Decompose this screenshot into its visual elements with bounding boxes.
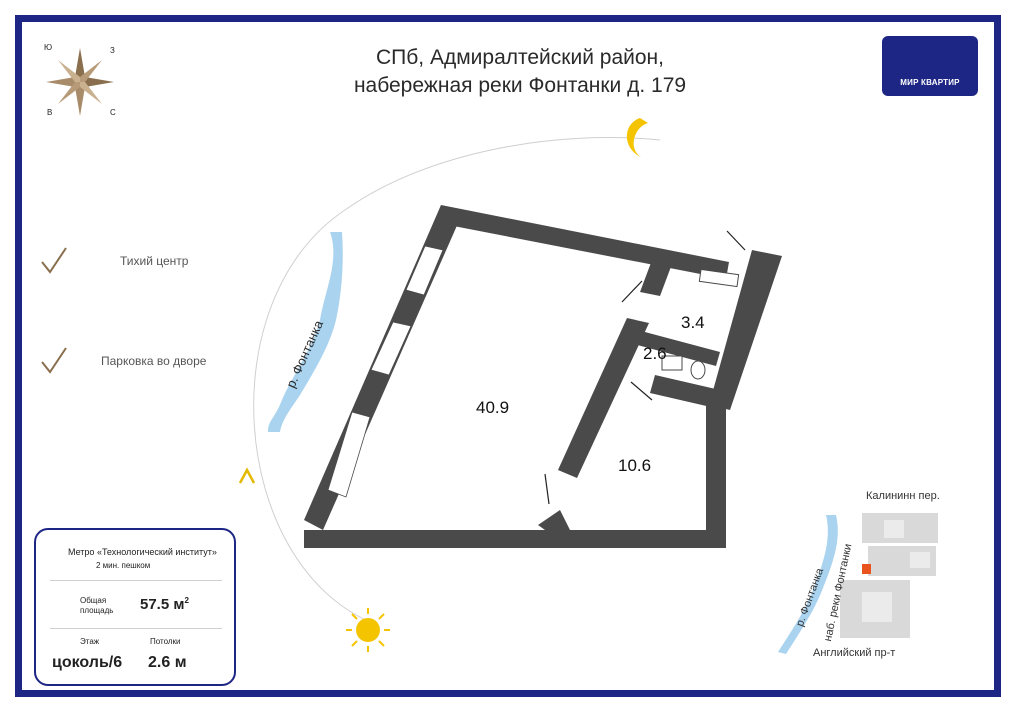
- room-area-bath1: 3.4: [681, 313, 705, 332]
- compass-north-label: С: [110, 108, 116, 117]
- door-swings: [544, 230, 746, 505]
- windows: [327, 245, 444, 498]
- room-area-room2: 10.6: [618, 456, 652, 475]
- area-label-line-1: Общая: [80, 596, 107, 605]
- floor-label: Этаж: [80, 637, 100, 646]
- area-unit-sup: 2: [184, 596, 189, 605]
- arc-arrow-icon: [238, 467, 256, 484]
- mini-map: [778, 513, 938, 654]
- compass-east-label: В: [47, 108, 53, 117]
- info-card: Метро «Технологический институт» 2 мин. …: [34, 528, 236, 686]
- sun-path-arc: [253, 137, 661, 623]
- brand-logo: МИР КВАРТИР: [882, 36, 978, 96]
- address-line-2: набережная реки Фонтанки д. 179: [353, 74, 687, 97]
- check-icon: [41, 247, 67, 274]
- metro-distance: 2 мин. пешком: [96, 561, 151, 570]
- brand-name: МИР КВАРТИР: [900, 78, 960, 87]
- check-icon: [41, 347, 67, 374]
- map-street-bottom: Английский пр-т: [813, 647, 896, 659]
- ceiling-label: Потолки: [150, 637, 181, 646]
- divider: [50, 580, 222, 581]
- compass-south-label: Ю: [44, 43, 53, 52]
- metro-station: Метро «Технологический институт»: [68, 547, 217, 557]
- floor-value: цоколь/6: [52, 654, 123, 671]
- area-value-text: 57.5 м: [140, 596, 185, 613]
- river-left: [268, 232, 343, 432]
- compass-west-label: З: [110, 46, 115, 55]
- feature-quiet-center: Тихий центр: [120, 254, 189, 268]
- divider: [50, 628, 222, 629]
- sun-icon: [346, 608, 390, 652]
- feature-parking: Парковка во дворе: [101, 354, 207, 368]
- floor-plan-walls: [304, 205, 782, 548]
- area-label-line-2: площадь: [80, 606, 114, 615]
- area-label: Общая площадь: [80, 596, 113, 616]
- bathroom-fixtures: [661, 268, 740, 380]
- room-area-main: 40.9: [476, 398, 510, 417]
- map-street-top: Калининн пер.: [866, 490, 940, 502]
- page-frame: [15, 15, 1001, 697]
- area-value: 57.5 м2: [140, 596, 189, 613]
- compass-rose-icon: [46, 48, 114, 116]
- address-title: СПб, Адмиралтейский район, набережная ре…: [260, 44, 780, 100]
- ceiling-value: 2.6 м: [148, 654, 187, 671]
- building-highlight: [862, 564, 871, 574]
- room-area-bath2: 2.6: [643, 344, 667, 363]
- address-line-1: СПб, Адмиралтейский район,: [376, 46, 664, 69]
- river-right: [778, 515, 838, 654]
- moon-icon: [626, 118, 648, 158]
